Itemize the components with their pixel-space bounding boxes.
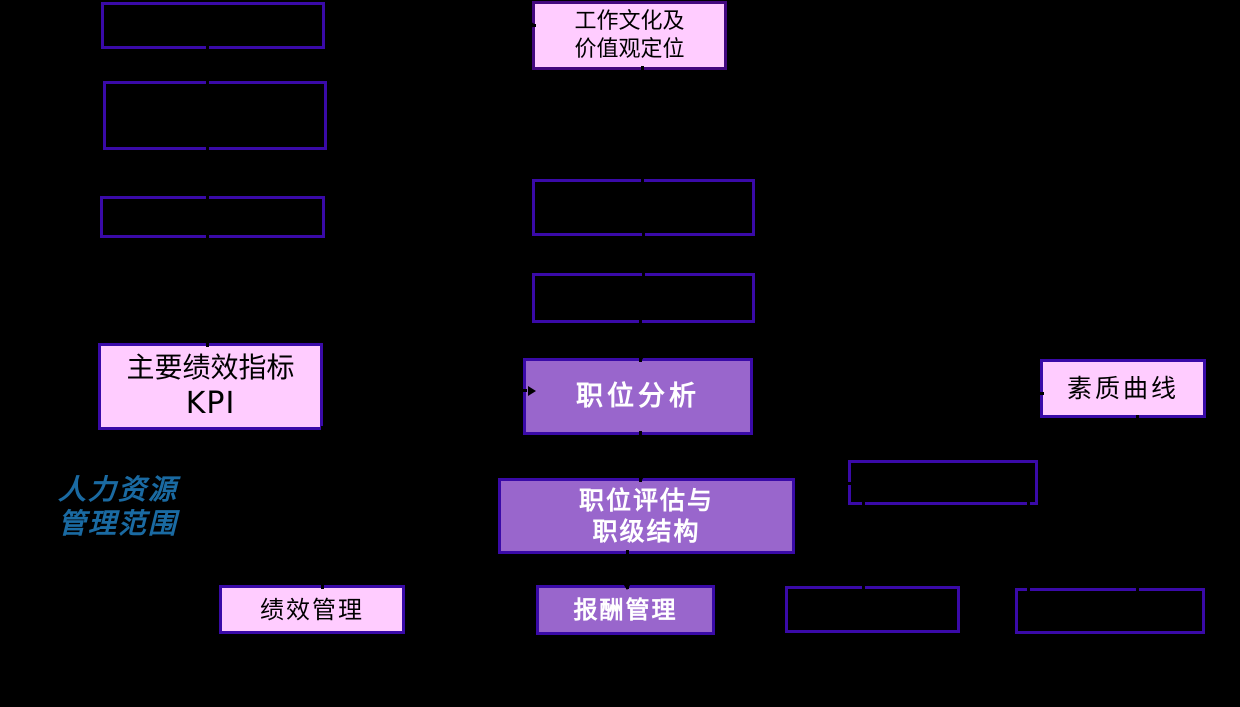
box-job-evaluation-line2: 职级结构 — [592, 517, 701, 546]
box-kpi-line2: KPI — [185, 386, 236, 422]
box-performance-management-label: 绩效管理 — [260, 595, 364, 624]
empty-box-right-1 — [848, 460, 1038, 505]
connector-left3-kpi — [206, 234, 209, 347]
arrowhead-into-qualitycurve — [1034, 388, 1042, 398]
connector-middle2-jobanalysis — [639, 319, 642, 362]
empty-box-bottom-2 — [1015, 588, 1205, 634]
connector-middle1-middle2 — [642, 232, 645, 277]
empty-box-middle-1 — [532, 179, 755, 236]
box-job-evaluation-line1: 职位评估与 — [578, 485, 714, 515]
connector-jobevaluation-right1 — [795, 482, 852, 485]
box-kpi: 主要绩效指标 KPI — [98, 343, 323, 430]
box-job-evaluation: 职位评估与 职级结构 — [498, 478, 795, 554]
empty-box-left-1 — [101, 2, 325, 49]
empty-box-middle-2 — [532, 273, 755, 323]
empty-box-left-2 — [103, 81, 327, 150]
box-job-analysis-label: 职位分析 — [576, 380, 700, 412]
connector-kpi-jobanalysis — [323, 389, 527, 392]
box-compensation-management: 报酬管理 — [536, 585, 715, 635]
arrowhead-into-culture — [528, 20, 536, 30]
connector-left1-culture — [325, 24, 536, 27]
box-compensation-management-label: 报酬管理 — [573, 596, 678, 624]
connector-jobanalysis-qualitycurve — [753, 392, 1044, 395]
connector-bottom1-bottom2 — [960, 609, 1015, 612]
connector-jobanalysis-jobevaluation — [639, 431, 642, 482]
connector-right1-bottom1 — [862, 502, 865, 590]
connector-performance-compensation — [405, 607, 536, 610]
box-job-analysis: 职位分析 — [523, 358, 753, 435]
hr-scope-caption-line2: 管理范围 — [58, 507, 179, 541]
empty-box-bottom-1 — [785, 586, 960, 633]
box-quality-curve: 素质曲线 — [1040, 359, 1206, 418]
arrowhead-into-jobevaluation — [637, 472, 647, 480]
connector-jobevaluation-compensation — [626, 550, 629, 589]
connector-left2-left3 — [206, 146, 209, 200]
box-kpi-line1: 主要绩效指标 — [126, 351, 295, 385]
connector-qualitycurve-bottom2 — [1136, 415, 1139, 592]
connector-left1-left2 — [206, 45, 209, 85]
connector-culture-middle1 — [641, 66, 644, 183]
arrowhead-into-jobanalysis — [528, 386, 536, 396]
box-performance-management: 绩效管理 — [219, 585, 405, 634]
box-work-culture: 工作文化及 价值观定位 — [532, 1, 727, 70]
box-work-culture-line2: 价值观定位 — [574, 36, 685, 62]
hr-scope-caption: 人力资源 管理范围 — [58, 473, 238, 541]
connector-right1-bottom2 — [1027, 502, 1030, 592]
box-quality-curve-label: 素质曲线 — [1066, 373, 1179, 403]
hr-scope-caption-line1: 人力资源 — [58, 473, 179, 506]
arrowhead-into-compensation — [622, 582, 632, 590]
box-work-culture-line1: 工作文化及 — [574, 9, 685, 34]
empty-box-left-3 — [100, 196, 325, 238]
connector-kpi-performance — [321, 426, 324, 589]
arrowhead-into-jobanalysis-top — [637, 352, 647, 360]
